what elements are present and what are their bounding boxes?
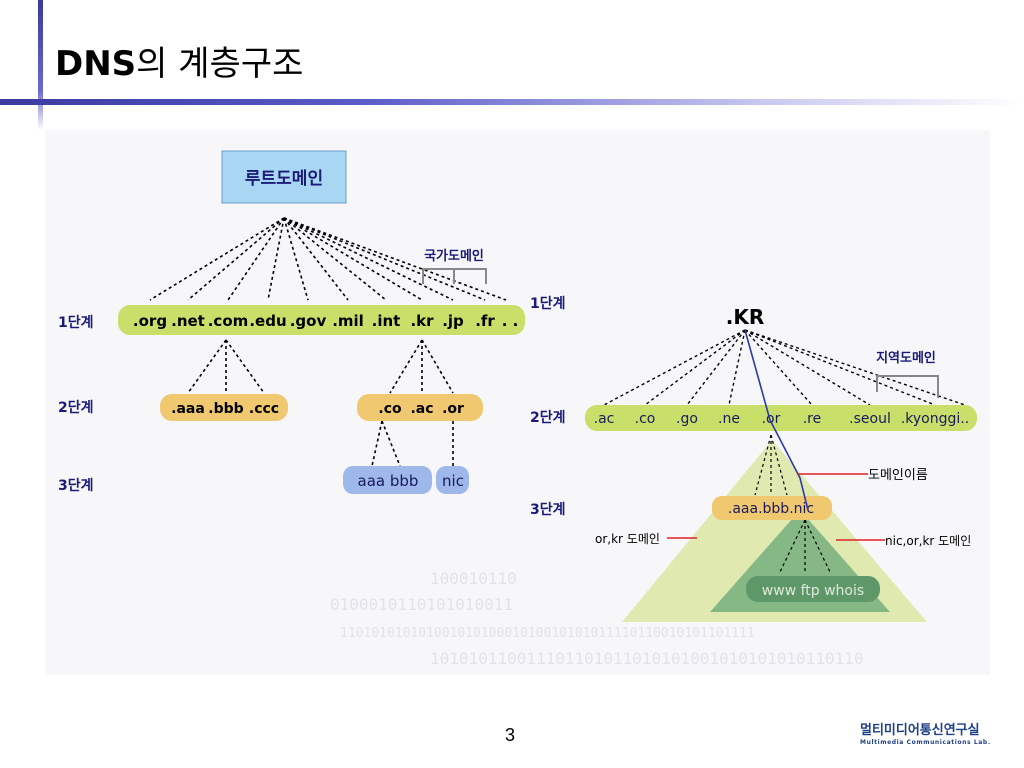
sld-ccc: .ccc xyxy=(249,401,279,417)
tld-kr: .kr xyxy=(410,312,434,330)
tld-com: .com xyxy=(208,312,249,330)
kr-sld-re: .re xyxy=(803,411,822,427)
kr-root-label: .KR xyxy=(726,305,765,329)
region-domain-bracket xyxy=(876,375,939,398)
tld-org: .org xyxy=(133,312,167,330)
right-level-labels: 1단계 2단계 3단계 xyxy=(530,295,566,518)
level1-labels: .org .net .com .edu .gov .mil .int .kr .… xyxy=(133,312,518,330)
domain-name-callout: 도메인이름 xyxy=(868,468,928,483)
lab-logo-english: Multimedia Communications Lab. xyxy=(860,739,991,746)
or-kr-callout: or,kr 도메인 xyxy=(595,532,660,546)
level-label-1: 1단계 xyxy=(530,295,566,312)
country-domain-label: 국가도메인 xyxy=(424,248,484,264)
sld-aaa: .aaa xyxy=(171,401,205,417)
kr-sld-or: .or xyxy=(762,411,781,427)
tld-gov: .gov xyxy=(290,312,327,330)
resolution-path-line xyxy=(744,329,809,511)
tld-mil: .mil xyxy=(332,312,364,330)
binary-watermark: 100010110 0100010110101010011 1101010101… xyxy=(330,569,863,668)
country-domain-bracket xyxy=(422,268,487,284)
lab-logo-korean: 멀티미디어통신연구실 xyxy=(860,723,980,738)
kr-sld-go: .go xyxy=(676,411,698,427)
kr-level2-bar xyxy=(585,405,977,431)
level-label-3: 3단계 xyxy=(58,477,94,494)
kr-sld-kyonggi: .kyonggi.. xyxy=(901,411,969,427)
kr-sld-ne: .ne xyxy=(718,411,740,427)
nic-or-kr-callout: nic,or,kr 도메인 xyxy=(885,534,971,548)
kr-level2-box xyxy=(357,394,483,421)
level-label-2: 2단계 xyxy=(530,409,566,426)
service-host-names: www ftp whois xyxy=(762,583,864,599)
sld-co: .co xyxy=(378,401,402,417)
kr-level2-labels: .co .ac .or xyxy=(378,401,464,417)
right-tree: 1단계 2단계 3단계 .KR 지역도메인 .ac .co .go .ne .o… xyxy=(530,295,977,622)
kr-sld-ac: .ac xyxy=(594,411,615,427)
left-tree: 루트도메인 국가도메인 .org .net .com .edu .gov .mi… xyxy=(58,150,525,494)
kr-lower-branches xyxy=(754,434,831,573)
tld-int: .int xyxy=(372,312,401,330)
tld-edu: .edu xyxy=(249,312,286,330)
kr-level3-box xyxy=(712,496,832,520)
root-domain-box xyxy=(221,150,347,204)
level-label-1: 1단계 xyxy=(58,314,94,331)
page-number: 3 xyxy=(505,725,516,745)
region-domain-label: 지역도메인 xyxy=(876,350,936,366)
root-domain-label: 루트도메인 xyxy=(245,169,323,189)
title-accent-vertical-bar xyxy=(38,0,43,130)
kr-level3-label: .aaa.bbb.nic xyxy=(728,501,814,517)
tld-net: .net xyxy=(171,312,205,330)
level-label-3: 3단계 xyxy=(530,501,566,518)
page-title: DNS의 계층구조 xyxy=(55,44,304,84)
generic-level2-labels: .aaa .bbb .ccc xyxy=(171,401,279,417)
tld-more: . . xyxy=(502,312,519,330)
level-label-2: 2단계 xyxy=(58,399,94,416)
root-branches xyxy=(149,217,507,301)
host-names: aaa bbb xyxy=(358,472,419,490)
binary-text: 0100010110101010011 xyxy=(330,595,513,614)
nic-box xyxy=(436,466,469,494)
sld-or: .or xyxy=(442,401,464,417)
host-box xyxy=(343,466,432,494)
binary-text: 1101010101010010101000101001010101111011… xyxy=(340,626,755,641)
kr-level2-labels: .ac .co .go .ne .or .re .seoul .kyonggi.… xyxy=(594,411,970,427)
binary-text: 1010101100111011010110101010010101010101… xyxy=(430,649,863,668)
kr-branches xyxy=(603,329,966,406)
sld-bbb: .bbb xyxy=(208,401,243,417)
kr-sld-seoul: .seoul xyxy=(849,411,891,427)
nic-name: nic xyxy=(442,472,464,490)
kr-sld-co: .co xyxy=(635,411,656,427)
tld-jp: .jp xyxy=(442,312,464,330)
service-host-box xyxy=(746,576,880,602)
level1-bar xyxy=(118,305,525,335)
sld-ac: .ac xyxy=(410,401,433,417)
binary-text: 100010110 xyxy=(430,569,517,588)
title-accent-horizontal-bar xyxy=(0,99,1024,105)
tld-fr: .fr xyxy=(475,312,495,330)
left-level-labels: 1단계 2단계 3단계 xyxy=(58,314,94,494)
generic-level2-box xyxy=(160,394,288,421)
level2-branches xyxy=(187,339,454,467)
